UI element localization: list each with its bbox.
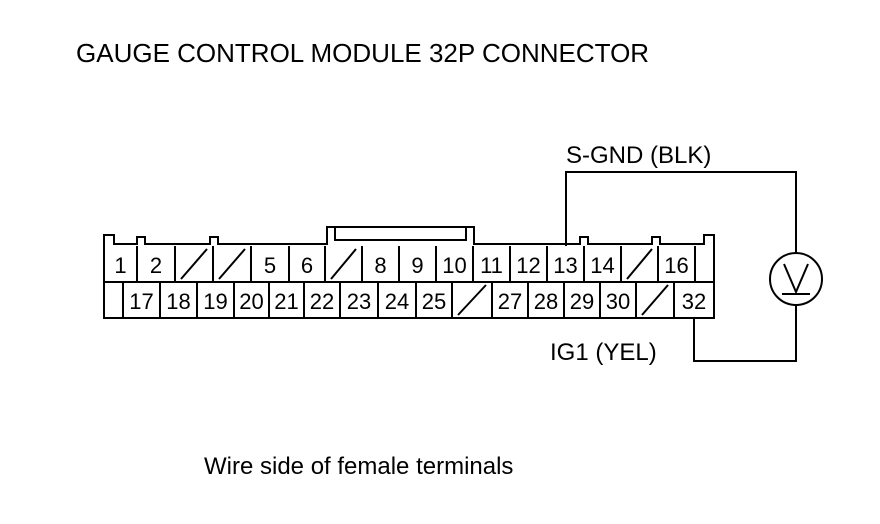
sgnd-label: S-GND (BLK) bbox=[566, 142, 711, 169]
terminal-12: 12 bbox=[516, 253, 540, 278]
diagram-caption: Wire side of female terminals bbox=[204, 453, 513, 480]
terminal-24: 24 bbox=[385, 289, 409, 314]
terminal-20: 20 bbox=[239, 289, 263, 314]
terminal-23: 23 bbox=[347, 289, 371, 314]
terminal-6: 6 bbox=[301, 253, 313, 278]
diagram-title: GAUGE CONTROL MODULE 32P CONNECTOR bbox=[76, 38, 649, 68]
ig1-wire bbox=[693, 305, 797, 362]
terminal-25: 25 bbox=[422, 289, 446, 314]
terminal-21: 21 bbox=[274, 289, 298, 314]
voltmeter bbox=[769, 252, 823, 306]
terminal-29: 29 bbox=[570, 289, 594, 314]
terminal-27: 27 bbox=[498, 289, 522, 314]
row1-dividers bbox=[136, 246, 696, 282]
row2-dividers bbox=[122, 282, 675, 318]
ig1-label: IG1 (YEL) bbox=[550, 339, 657, 366]
terminal-17: 17 bbox=[129, 289, 153, 314]
terminal-22: 22 bbox=[310, 289, 334, 314]
terminal-labels: 1 2 5 6 8 9 10 11 12 13 14 16 17 18 19 2… bbox=[114, 253, 706, 314]
probe-wires bbox=[565, 171, 797, 362]
terminal-16: 16 bbox=[664, 253, 688, 278]
terminal-2: 2 bbox=[150, 253, 162, 278]
terminal-5: 5 bbox=[264, 253, 276, 278]
terminal-9: 9 bbox=[411, 253, 423, 278]
terminal-32: 32 bbox=[682, 289, 706, 314]
terminal-8: 8 bbox=[374, 253, 386, 278]
terminal-13: 13 bbox=[553, 253, 577, 278]
terminal-14: 14 bbox=[590, 253, 614, 278]
terminal-19: 19 bbox=[203, 289, 227, 314]
voltmeter-icon bbox=[769, 252, 823, 306]
terminal-28: 28 bbox=[534, 289, 558, 314]
sgnd-wire bbox=[565, 171, 797, 253]
terminal-10: 10 bbox=[442, 253, 466, 278]
voltmeter-v-glyph bbox=[783, 263, 809, 295]
terminal-11: 11 bbox=[480, 253, 503, 278]
terminal-18: 18 bbox=[166, 289, 190, 314]
terminal-30: 30 bbox=[606, 289, 630, 314]
terminal-1: 1 bbox=[114, 253, 126, 278]
connector-housing bbox=[103, 226, 715, 319]
